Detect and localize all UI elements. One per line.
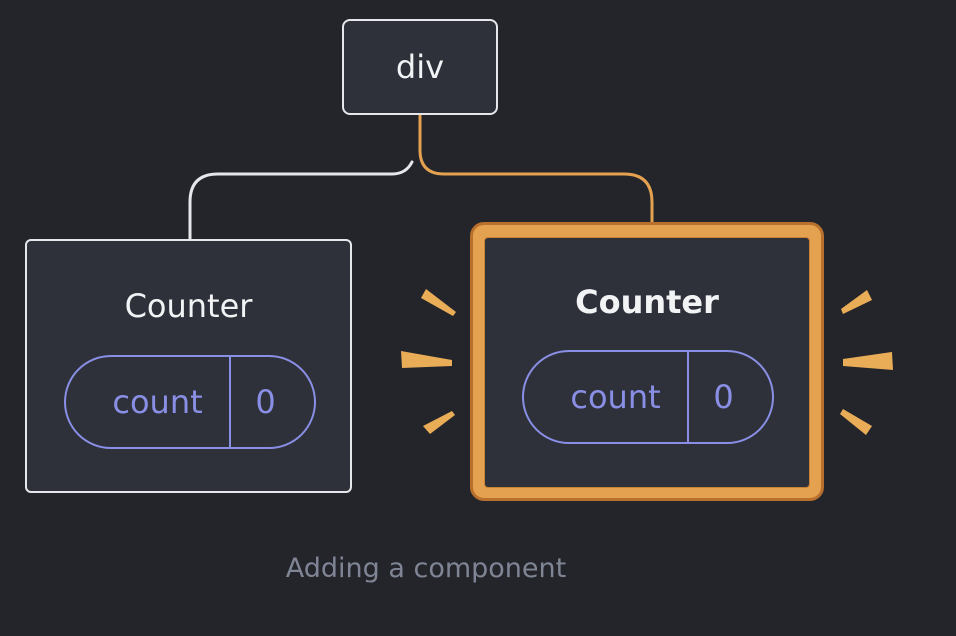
state-pill: count 0 — [64, 355, 316, 449]
left-branch-connector — [188, 160, 414, 241]
sparkle-left-middle — [401, 351, 452, 368]
sparkle-left-top — [421, 289, 456, 316]
counter-node-added: Counter count 0 — [484, 237, 810, 488]
div-node: div — [342, 19, 498, 115]
counter-node-existing: Counter count 0 — [25, 239, 352, 493]
state-divider — [229, 357, 231, 447]
state-value: 0 — [255, 383, 276, 421]
state-divider — [687, 352, 689, 442]
state-pill: count 0 — [522, 350, 774, 444]
div-node-label: div — [395, 48, 445, 86]
sparkle-right-middle — [843, 352, 893, 370]
counter-node-title: Counter — [575, 283, 719, 321]
right-branch-connector — [418, 113, 654, 228]
state-key: count — [570, 378, 661, 416]
sparkle-right-top — [841, 290, 872, 314]
sparkle-left-bottom — [423, 411, 455, 434]
diagram-caption: Adding a component — [285, 553, 567, 584]
state-key: count — [112, 383, 203, 421]
state-value: 0 — [713, 378, 734, 416]
sparkle-right-bottom — [840, 409, 872, 435]
counter-node-title: Counter — [124, 287, 253, 325]
